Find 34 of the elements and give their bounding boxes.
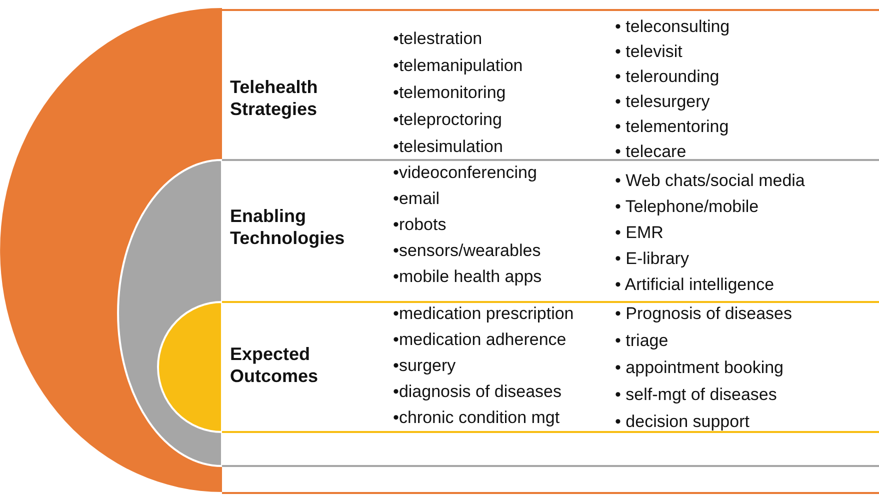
list-item: •teleproctoring [393,110,502,130]
list-item: • Artificial intelligence [615,275,774,295]
list-item: •mobile health apps [393,267,542,287]
list-item: • teleconsulting [615,17,730,37]
list-item: •medication adherence [393,330,566,350]
list-item: • televisit [615,42,682,62]
list-item: •surgery [393,356,456,376]
list-item: •chronic condition mgt [393,408,560,428]
list-item: • self-mgt of diseases [615,385,777,405]
list-item: • telerounding [615,67,720,87]
list-item: •medication prescription [393,304,574,324]
list-item: •telemonitoring [393,83,506,103]
list-item: • decision support [615,412,750,432]
list-item: •sensors/wearables [393,241,541,261]
list-item: •email [393,189,440,209]
list-item: •videoconferencing [393,163,537,183]
list-item: •diagnosis of diseases [393,382,562,402]
list-item: • EMR [615,223,664,243]
list-item: • telesurgery [615,92,710,112]
list-item: • Prognosis of diseases [615,304,792,324]
list-item: • Web chats/social media [615,171,805,191]
list-item: • appointment booking [615,358,784,378]
list-item: • Telephone/mobile [615,197,759,217]
section-heading: Expected Outcomes [230,343,320,387]
section-heading: Enabling Technologies [230,205,346,249]
list-item: •telesimulation [393,137,503,157]
list-item: • telementoring [615,117,729,137]
list-item: •robots [393,215,446,235]
list-item: •telestration [393,29,482,49]
list-item: • telecare [615,142,686,162]
section-heading: Telehealth Strategies [230,76,319,120]
list-item: • E-library [615,249,689,269]
list-item: • triage [615,331,668,351]
list-item: •telemanipulation [393,56,523,76]
